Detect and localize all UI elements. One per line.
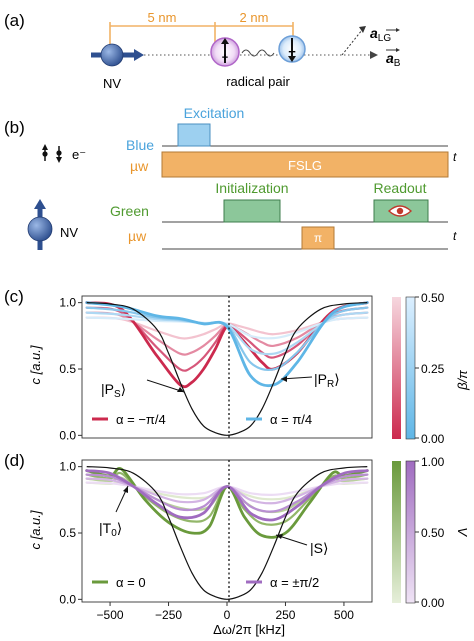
c-ytick-label: 0.5	[59, 362, 76, 376]
d-xtick-label: 0	[224, 608, 231, 622]
c-colorbar-red	[392, 297, 401, 439]
svg-text:0.00: 0.00	[421, 432, 445, 446]
d-colorbar-green	[392, 461, 401, 603]
d-xlabel: Δω/2π [kHz]	[213, 622, 285, 637]
pi-pulse	[301, 226, 335, 250]
c-reference-curve	[86, 302, 368, 436]
mw-channel-label-2: µw	[128, 228, 147, 244]
green-channel-label: Green	[110, 203, 149, 219]
svg-text:0.25: 0.25	[421, 362, 445, 376]
d-ytick-label: 1.0	[59, 460, 76, 474]
eye-icon	[387, 205, 413, 217]
panel-a: (a) 5 nm 2 nm NV + −	[4, 10, 401, 91]
panel-c: (c) c [a.u.] 0.0 0.5 1.0 |PS⟩ |PR⟩ α = −π/…	[4, 287, 470, 446]
d-ytick-label: 0.0	[59, 592, 76, 606]
excitation-pulse	[177, 123, 211, 147]
d-annot-t0: |T0⟩	[99, 520, 122, 539]
initialization-pulse	[223, 199, 281, 223]
electron-spin-icon	[42, 144, 62, 163]
d-xticks: −500 −250 0 250 500	[97, 602, 354, 622]
lg-vector-arrowhead	[359, 26, 366, 33]
svg-text:−: −	[288, 44, 296, 59]
d-xtick-label: 250	[275, 608, 295, 622]
initialization-label: Initialization	[215, 180, 288, 196]
svg-text:0.00: 0.00	[421, 596, 445, 610]
c-legend-blue: α = π/4	[270, 412, 312, 427]
c-ylabel: c [a.u.]	[28, 345, 43, 384]
time-label-2: t	[453, 229, 457, 243]
c-annot-ps: |PS⟩	[101, 381, 126, 400]
c-ytick-label: 0.0	[59, 428, 76, 442]
d-xtick-label: −250	[155, 608, 182, 622]
nv-label: NV	[103, 76, 121, 91]
fslg-pulse	[161, 151, 449, 178]
d-ylabel: c [a.u.]	[28, 510, 43, 549]
pi-label: π	[314, 231, 322, 245]
d-series-curve	[85, 469, 369, 522]
axis-arrowhead	[370, 51, 378, 59]
d-ytick-label: 0.5	[59, 526, 76, 540]
d-yticks: 0.0 0.5 1.0	[59, 460, 82, 606]
d-annot-s: |S⟩	[310, 540, 328, 556]
panel-d: (d) c [a.u.] 0.0 0.5 1.0 −500 −250 0 250 500 Δ…	[4, 451, 470, 637]
panel-d-label: (d)	[4, 451, 25, 470]
d-xtick-label: −500	[97, 608, 124, 622]
c-curves	[85, 301, 369, 436]
d-legend-green: α = 0	[116, 575, 146, 590]
c-frame	[81, 295, 373, 439]
excitation-label: Excitation	[184, 105, 245, 121]
d-colorbar-purple	[405, 460, 416, 604]
readout-label: Readout	[374, 180, 427, 196]
panel-b-label: (b)	[4, 118, 25, 137]
radical-minus-icon: −	[278, 35, 306, 63]
mw-channel-label-1: µw	[130, 158, 149, 174]
c-yticks: 0.0 0.5 1.0	[59, 296, 82, 442]
svg-text:0.50: 0.50	[421, 526, 445, 540]
panel-a-label: (a)	[4, 11, 25, 30]
c-annot-pr: |PR⟩	[314, 371, 340, 390]
c-colorbar-ticks: 0.50 0.25 0.00	[415, 291, 445, 446]
svg-text:0.50: 0.50	[421, 291, 445, 305]
dist2-label: 2 nm	[240, 10, 269, 25]
panel-c-label: (c)	[4, 287, 24, 306]
c-axes	[81, 295, 373, 439]
time-label-1: t	[453, 150, 457, 164]
d-colorbar-ticks: 1.00 0.50 0.00	[415, 455, 445, 610]
nv-label-b: NV	[60, 225, 78, 240]
c-ytick-label: 1.0	[59, 296, 76, 310]
panel-b: (b) e⁻ Blue µw Excitation FSLG t NV Gree…	[4, 105, 457, 250]
c-colorbar-blue	[405, 296, 416, 440]
radical-plus-icon: +	[210, 37, 240, 67]
nv-spin-vertical-icon	[27, 199, 53, 250]
d-reference-curve	[86, 466, 368, 600]
dist1-label: 5 nm	[148, 10, 177, 25]
d-legend-purple: α = ±π/2	[270, 575, 319, 590]
vec-lg-label: aLG	[370, 25, 391, 44]
d-colorbar-label: Λ	[455, 528, 470, 538]
electron-label: e⁻	[72, 147, 86, 162]
fslg-label: FSLG	[288, 158, 322, 173]
c-series-curve	[85, 301, 369, 388]
coupling-wave	[241, 49, 275, 57]
d-curves	[85, 466, 369, 600]
radical-pair-label: radical pair	[226, 74, 290, 89]
d-frame	[81, 459, 373, 603]
nv-spin-icon	[91, 43, 144, 67]
svg-text:+: +	[222, 52, 228, 64]
svg-text:1.00: 1.00	[421, 455, 445, 469]
vec-b-label: aB	[386, 50, 401, 69]
d-axes	[81, 459, 373, 603]
c-legend-red: α = −π/4	[116, 412, 166, 427]
d-series-curve	[85, 467, 369, 539]
blue-channel-label: Blue	[126, 137, 154, 153]
d-xtick-label: 500	[334, 608, 354, 622]
c-colorbar-label: β/π	[455, 370, 470, 391]
